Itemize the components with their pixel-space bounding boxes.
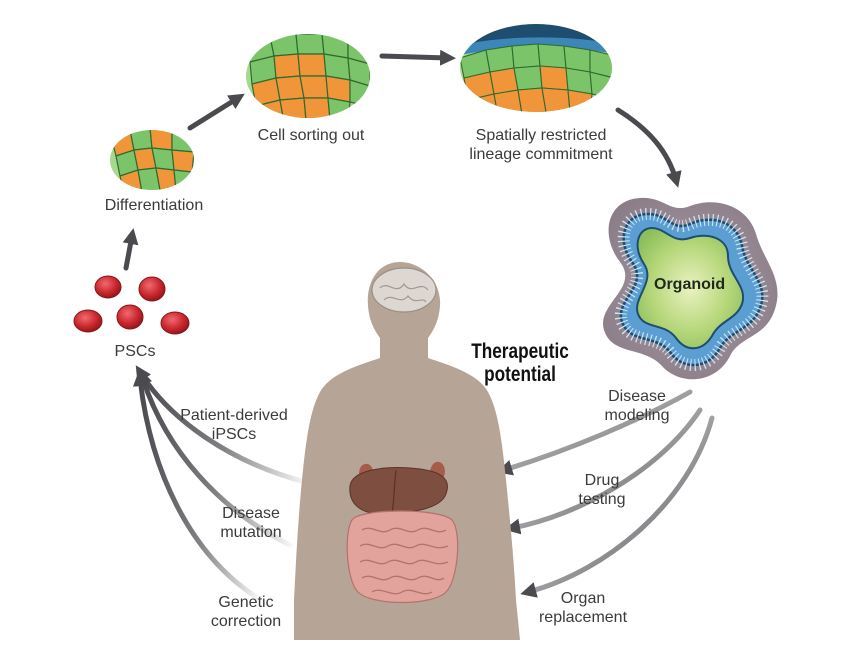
sorting-cells — [246, 34, 370, 118]
arrow-patient-ipsc — [135, 365, 308, 485]
organoid-epithelium-cells — [614, 207, 769, 371]
organoid-lumen — [636, 226, 745, 350]
intestine-icon — [346, 510, 459, 604]
label-organoid: Organoid — [654, 276, 726, 293]
arrow-sorting-to-lineage — [379, 49, 456, 66]
cycle-arrows — [122, 49, 682, 271]
arrow-psc-to-differentiation — [122, 228, 139, 271]
label-differentiation: Differentiation — [104, 197, 204, 214]
lineage-cells — [460, 24, 612, 112]
differentiation-cells — [110, 130, 194, 190]
liver-icon — [349, 467, 448, 515]
label-lineage: Spatially restricted lineage commitment — [469, 127, 613, 163]
human-body — [294, 262, 520, 640]
label-disease-mutation: Disease mutation — [220, 505, 282, 541]
arrow-disease-mutation — [136, 368, 293, 548]
label-disease-modeling: Disease modeling — [604, 388, 670, 424]
label-pscs: PSCs — [114, 343, 156, 360]
label-cell-sorting: Cell sorting out — [257, 127, 365, 144]
brain-icon — [371, 267, 437, 313]
arrow-drug-testing — [504, 407, 703, 535]
therapeutic-potential-title: Therapeutic potential — [471, 340, 569, 386]
source-arrows — [132, 365, 308, 601]
arrow-lineage-to-organoid — [615, 107, 682, 188]
label-patient-derived-ipsc: Patient-derived iPSCs — [180, 407, 288, 443]
application-arrows — [496, 389, 715, 598]
label-organ-replacement: Organ replacement — [538, 590, 628, 626]
arrow-differentiation-to-sorting — [187, 93, 245, 131]
label-genetic-correction: Genetic correction — [210, 594, 282, 630]
organoid — [603, 197, 778, 380]
psc-cells — [73, 275, 190, 335]
arrow-disease-modeling — [496, 389, 693, 476]
label-drug-testing: Drug testing — [578, 472, 626, 508]
arrow-genetic-correction — [132, 370, 261, 601]
arrow-organ-replacement — [520, 415, 715, 598]
